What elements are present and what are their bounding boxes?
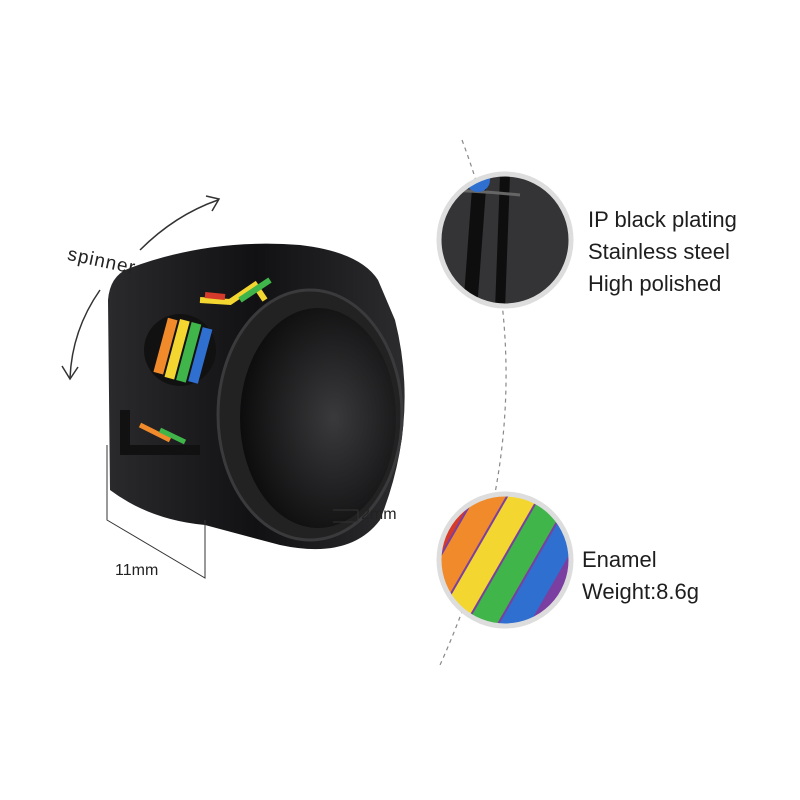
plating-specs: IP black plating Stainless steel High po… [588,204,737,300]
spec-line: IP black plating [588,207,737,232]
love-letters [120,277,272,455]
thickness-dimension [333,509,359,523]
thickness-label: 2mm [361,506,397,523]
arrow-up-icon [139,199,219,251]
width-label: 11mm [115,562,159,579]
detail-plating [439,174,571,306]
spec-line: Weight:8.6g [582,579,700,604]
spec-line: High polished [588,271,722,296]
spec-line: Stainless steel [588,239,730,264]
spec-line: Enamel [582,547,657,572]
enamel-specs: Enamel Weight:8.6g [582,544,699,608]
arrow-down-icon [69,289,101,379]
width-dimension [106,445,206,579]
